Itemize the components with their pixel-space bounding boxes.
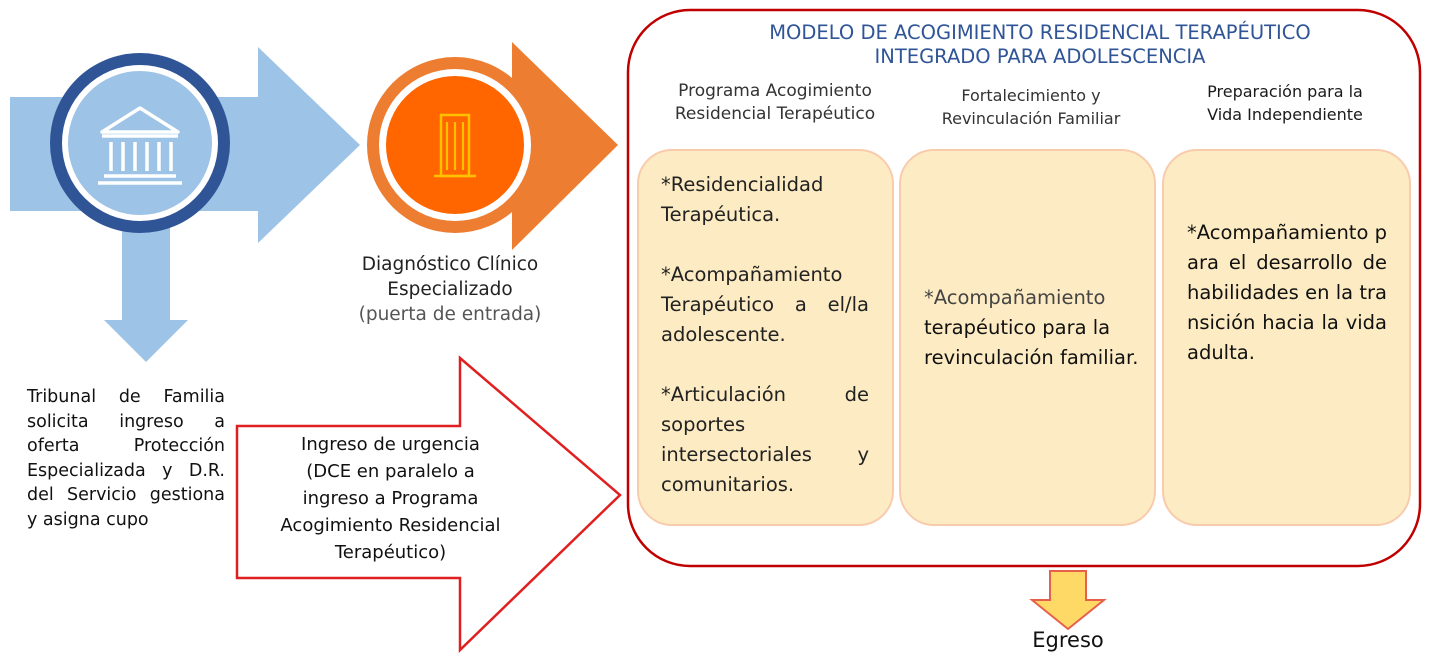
model-title: MODELO DE ACOGIMIENTO RESIDENCIAL TERAPÉ… xyxy=(700,21,1380,69)
urgent-arrow xyxy=(235,355,622,653)
column-header-family-line1: Fortalecimiento y xyxy=(961,86,1101,105)
column-header-program-line1: Programa Acogimiento xyxy=(678,81,872,101)
independence-item-1: *Acompañamiento para el desarrollo de ha… xyxy=(1187,221,1387,364)
family-item-1: *Acompañamiento xyxy=(924,286,1106,309)
column-header-independence-line1: Preparación para la xyxy=(1207,82,1363,101)
family-box xyxy=(899,149,1156,526)
family-items: *Acompañamiento terapéutico para la revi… xyxy=(924,283,1139,373)
exit-label: Egreso xyxy=(1032,628,1104,652)
column-header-program-line2: Residencial Terapéutico xyxy=(674,104,876,124)
column-header-program: Programa Acogimiento Residencial Terapéu… xyxy=(650,80,900,126)
court-request-text: Tribunal de Familia solicita ingreso a o… xyxy=(27,387,225,530)
urgent-line3: ingreso a Programa xyxy=(302,488,479,509)
diagnostic-line2: Especializado xyxy=(387,279,513,300)
independence-items: *Acompañamiento para el desarrollo de ha… xyxy=(1187,218,1387,368)
column-header-independence: Preparación para la Vida Independiente xyxy=(1160,80,1410,126)
building-icon xyxy=(434,113,476,178)
urgent-entry-label: Ingreso de urgencia (DCE en paralelo a i… xyxy=(238,431,543,566)
blue-down-arrow xyxy=(104,212,188,362)
independence-box xyxy=(1162,149,1411,526)
courthouse-icon xyxy=(98,106,182,185)
urgent-line5: Terapéutico) xyxy=(334,542,447,563)
column-header-independence-line2: Vida Independiente xyxy=(1207,105,1363,124)
model-title-line2: INTEGRADO PARA ADOLESCENCIA xyxy=(874,45,1206,68)
program-box xyxy=(637,149,894,526)
family-item-2: terapéutico para la revinculación famili… xyxy=(924,316,1139,369)
urgent-line4: Acogimiento Residencial xyxy=(280,515,501,536)
diagnostic-line1: Diagnóstico Clínico xyxy=(361,254,539,275)
courthouse-circle xyxy=(50,53,230,233)
program-item-2: *Acompañamiento Terapéutico a el/la adol… xyxy=(661,263,869,346)
model-title-line1: MODELO DE ACOGIMIENTO RESIDENCIAL TERAPÉ… xyxy=(769,21,1311,44)
program-item-3: *Articulación de soportes intersectorial… xyxy=(661,383,869,496)
urgent-line2: (DCE en paralelo a xyxy=(306,461,475,482)
program-items: *Residencialidad Terapéutica. *Acompañam… xyxy=(661,170,869,500)
diagnostic-label: Diagnóstico Clínico Especializado (puert… xyxy=(320,252,580,327)
exit-arrow xyxy=(1029,570,1107,631)
program-item-1: *Residencialidad Terapéutica. xyxy=(661,173,824,226)
urgent-line1: Ingreso de urgencia xyxy=(301,434,480,455)
column-header-family: Fortalecimiento y Revinculación Familiar xyxy=(906,84,1156,130)
column-header-family-line2: Revinculación Familiar xyxy=(941,109,1121,128)
diagnostic-line3: (puerta de entrada) xyxy=(358,304,542,325)
